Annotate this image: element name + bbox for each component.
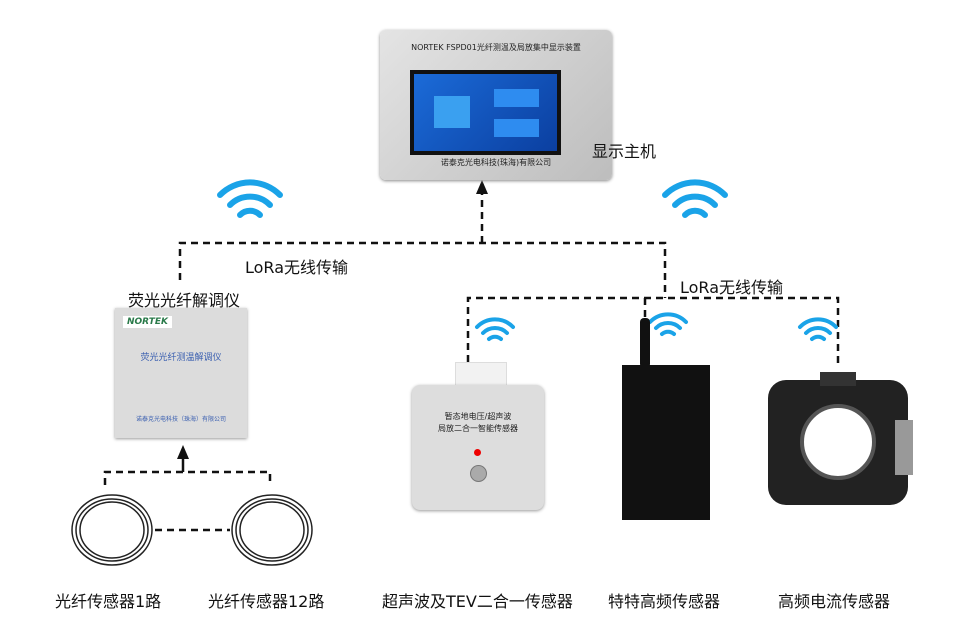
demodulator: NORTEK 荧光光纤测温解调仪 诺泰克光电科技（珠海）有限公司 <box>115 308 247 438</box>
antenna <box>640 318 650 368</box>
uhf-sensor <box>622 365 710 520</box>
device-label: 特特高频传感器 <box>608 592 721 611</box>
host-label: 显示主机 <box>592 142 657 161</box>
hfct-sensor <box>768 372 913 505</box>
device-label: 超声波及TEV二合一传感器 <box>382 592 573 611</box>
demodulator-label: 荧光光纤解调仪 <box>128 291 241 310</box>
sensor-12-label: 光纤传感器12路 <box>208 592 325 611</box>
arrow-up-icon <box>476 180 488 194</box>
device-label: 高频电流传感器 <box>778 592 891 611</box>
touch-screen <box>410 70 561 155</box>
arrow-up-icon <box>177 445 189 459</box>
sensor-1-label: 光纤传感器1路 <box>55 592 162 611</box>
lora-label: LoRa无线传输 <box>245 258 348 277</box>
display-host: NORTEK FSPD01光纤测温及局放集中显示装置 诺泰克光电科技(珠海)有限… <box>380 30 612 180</box>
lora-label: LoRa无线传输 <box>680 278 783 297</box>
brand-logo: NORTEK <box>123 316 172 328</box>
wifi-icons <box>217 179 838 341</box>
fiber-sensor-coils <box>71 494 313 566</box>
ultrasonic-tev-sensor: 暂态地电压/超声波 局放二合一智能传感器 <box>412 385 544 510</box>
